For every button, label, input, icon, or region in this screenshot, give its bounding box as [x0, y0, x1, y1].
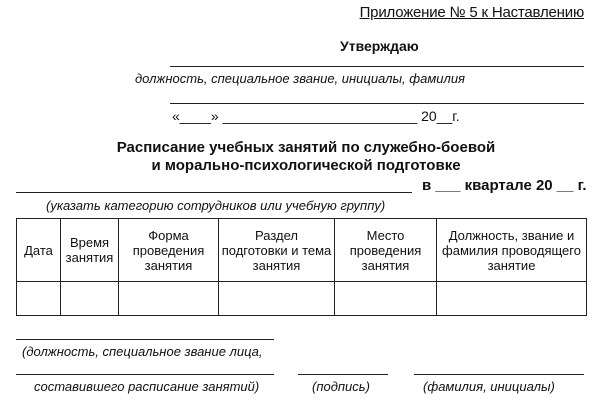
quarter-line: в ___ квартале 20 __ г. [422, 177, 587, 194]
header-date: Дата [16, 218, 61, 282]
appendix-reference: Приложение № 5 к Наставлению [359, 4, 585, 21]
table-cell[interactable] [334, 281, 437, 316]
header-place: Место проведения занятия [334, 218, 437, 282]
approval-date-line: «____» _________________________ 20__г. [172, 108, 460, 124]
table-row [16, 281, 587, 316]
header-form: Форма проведения занятия [118, 218, 219, 282]
table-cell[interactable] [218, 281, 335, 316]
signature-caption: (подпись) [312, 379, 370, 394]
table-header-row: Дата Время занятия Форма проведения заня… [16, 218, 587, 282]
schedule-table: Дата Время занятия Форма проведения заня… [16, 218, 587, 316]
approver-extra-line [170, 103, 584, 104]
document-title: Расписание учебных занятий по служебно-б… [0, 139, 600, 175]
approver-caption: должность, специальное звание, инициалы,… [134, 71, 466, 86]
approver-signature-line [170, 66, 584, 67]
name-caption: (фамилия, инициалы) [423, 379, 555, 394]
author-position-line [16, 339, 274, 340]
author-extra-line [16, 374, 274, 375]
approve-heading: Утверждаю [340, 38, 419, 54]
name-line [414, 374, 584, 375]
author-caption-1: (должность, специальное звание лица, [22, 344, 263, 359]
header-topic: Раздел подготовки и тема занятия [218, 218, 335, 282]
signature-line [298, 374, 388, 375]
author-caption-2: составившего расписание занятий) [34, 379, 260, 394]
title-line-1: Расписание учебных занятий по служебно-б… [116, 139, 496, 156]
group-fill-line [16, 192, 412, 193]
table-cell[interactable] [118, 281, 219, 316]
group-caption: (указать категорию сотрудников или учебн… [46, 198, 386, 213]
title-line-2: и морально-психологической подготовке [151, 157, 461, 174]
header-instructor: Должность, звание и фамилия проводящего … [436, 218, 587, 282]
table-cell[interactable] [436, 281, 587, 316]
table-cell[interactable] [60, 281, 119, 316]
header-time: Время занятия [60, 218, 119, 282]
table-cell[interactable] [16, 281, 61, 316]
